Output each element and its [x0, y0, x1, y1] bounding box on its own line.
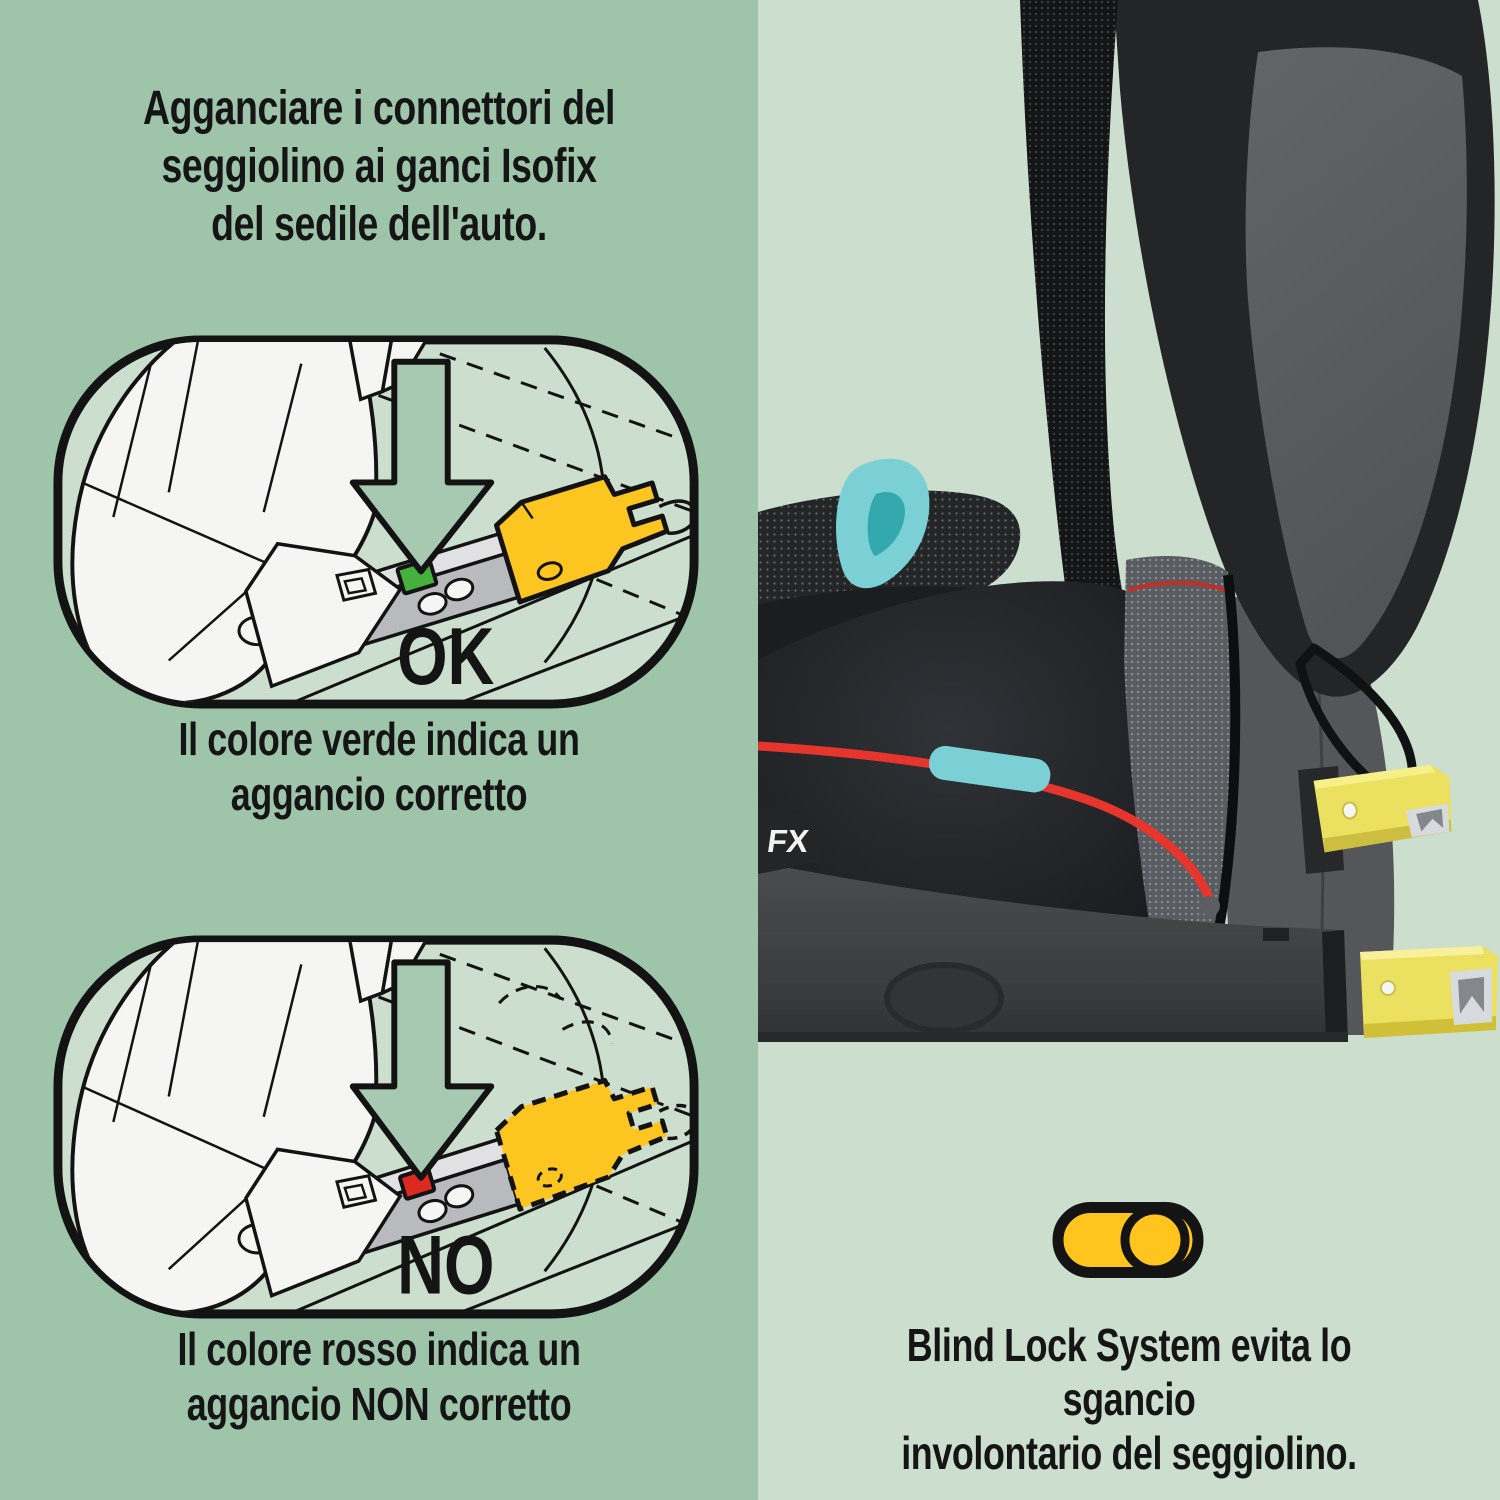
diagram-incorrect-latch: NO — [52, 934, 700, 1319]
ok-illustration: OK — [53, 335, 699, 709]
blind-lock-toggle-icon — [1052, 1202, 1204, 1278]
car-seat-photo: FX — [758, 0, 1498, 1042]
isofix-connector-upper — [1313, 764, 1452, 853]
connector-hook-slot — [1416, 809, 1444, 832]
isofix-label: FX — [758, 806, 824, 874]
down-arrow-icon — [349, 358, 495, 575]
diagram-correct-latch: OK — [52, 332, 700, 712]
no-label: NO — [397, 1218, 494, 1312]
caption-blind-lock: Blind Lock System evita lo sgancio invol… — [901, 1319, 1357, 1479]
backrest-fabric-strip — [1020, 0, 1134, 668]
caption-green-latch: Il colore verde indica un aggancio corre… — [178, 713, 580, 820]
down-arrow-icon — [349, 959, 495, 1181]
backrest-panel — [1245, 47, 1467, 659]
base-recess — [887, 965, 1001, 1031]
ok-label: OK — [397, 610, 494, 702]
svg-text:FX: FX — [765, 823, 811, 859]
teal-strap — [928, 745, 1051, 793]
left-panel: Agganciare i connettori del seggiolino a… — [0, 0, 758, 1500]
page-title: Agganciare i connettori del seggiolino a… — [142, 82, 616, 251]
latch-button-drawing — [335, 1174, 378, 1210]
no-illustration: NO — [53, 935, 699, 1319]
red-piping — [758, 741, 1215, 902]
cushion-knob — [1200, 896, 1220, 916]
caption-red-latch: Il colore rosso indica un aggancio NON c… — [177, 1323, 581, 1430]
connector-hook-slot — [1458, 977, 1484, 1014]
isofix-connector-lower — [1360, 946, 1498, 1038]
red-stitch — [1127, 580, 1229, 594]
right-panel: FX — [758, 0, 1500, 1500]
belt-guide-hook — [836, 458, 930, 589]
latch-button-drawing — [335, 567, 378, 602]
anchor-hook-drawing — [658, 499, 693, 535]
